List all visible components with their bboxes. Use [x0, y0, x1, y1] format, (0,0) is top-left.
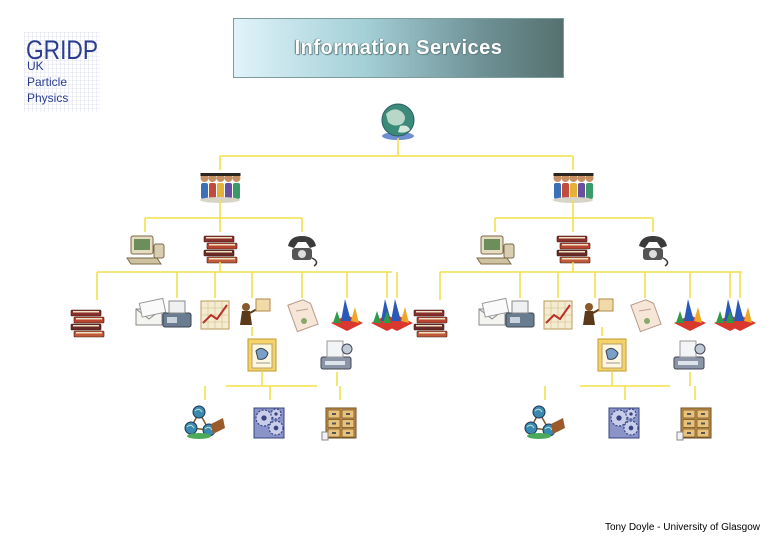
page-title: Information Services: [294, 37, 503, 59]
fax-icon: [162, 300, 192, 328]
fax-icon: [505, 300, 535, 328]
chart-icon: [200, 300, 230, 330]
document-icon: [630, 299, 662, 333]
typewriter-icon: [320, 340, 353, 370]
footer-credit: Tony Doyle - University of Glasgow: [604, 522, 760, 533]
clipboard-icon: [247, 338, 277, 372]
typewriter-icon: [673, 340, 706, 370]
logo-line-3: Physics: [27, 91, 68, 105]
logo-line-1: UK: [27, 59, 44, 73]
people-group-icon: [200, 173, 241, 203]
networked-globes-icon: [184, 405, 225, 439]
envelope-icon: [135, 297, 167, 326]
gridpp-logo: GRIDP UK Particle Physics: [24, 32, 100, 112]
presenter-icon: [583, 298, 614, 325]
books-icon: [556, 235, 591, 264]
pyramid-chart-icon: [724, 299, 756, 331]
computer-icon: [476, 235, 515, 265]
filing-cabinet-icon: [676, 407, 712, 441]
title-banner: Information Services: [233, 18, 564, 78]
presenter-icon: [240, 298, 271, 325]
filing-cabinet-icon: [321, 407, 357, 441]
pyramid-chart-icon: [674, 299, 706, 331]
books-icon: [70, 309, 105, 338]
telephone-icon: [288, 236, 318, 267]
computer-icon: [126, 235, 165, 265]
networked-globes-icon: [524, 405, 565, 439]
gears-icon: [608, 407, 640, 439]
logo-line-2: Particle: [27, 75, 67, 89]
globe-icon: [381, 103, 415, 140]
books-icon: [203, 235, 238, 264]
gears-icon: [253, 407, 285, 439]
chart-icon: [543, 300, 573, 330]
telephone-icon: [639, 236, 669, 267]
clipboard-icon: [597, 338, 627, 372]
logo-letters: GRIDP: [26, 35, 98, 65]
pyramid-chart-icon: [381, 299, 413, 331]
envelope-icon: [478, 297, 510, 326]
pyramid-chart-icon: [331, 299, 363, 331]
books-icon: [413, 309, 448, 338]
document-icon: [287, 299, 319, 333]
people-group-icon: [553, 173, 594, 203]
